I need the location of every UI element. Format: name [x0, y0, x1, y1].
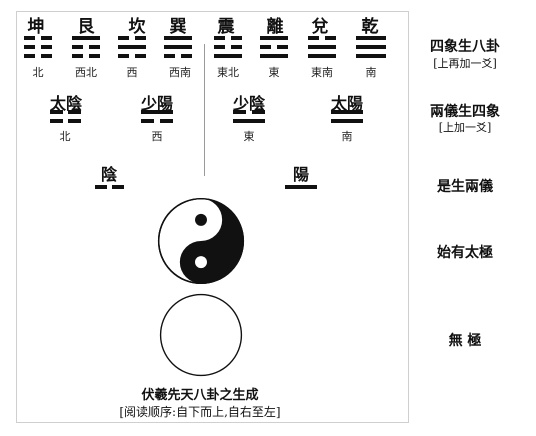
- mode-name-yin: 陰: [100, 165, 117, 184]
- trigram-name-kun: 坤: [27, 17, 45, 37]
- row-label-two-modes: 是生兩儀: [437, 179, 493, 195]
- trigram-name-qian: 乾: [361, 17, 379, 37]
- trigram-direction-xun: 西南: [169, 66, 191, 79]
- trigram-direction-qian: 南: [365, 66, 377, 79]
- wuji-circle-icon: [159, 293, 243, 377]
- four-image-direction-shaoyin: 東: [243, 130, 255, 143]
- four-image-name-taiyang: 太陽: [330, 94, 363, 113]
- trigram-direction-gen: 西北: [75, 66, 97, 79]
- four-image-name-taiyin: 太陰: [49, 94, 82, 113]
- trigram-direction-dui: 東南: [311, 66, 333, 79]
- row-label-taiji: 始有太極: [437, 245, 493, 261]
- four-image-direction-shaoyang: 西: [151, 130, 163, 143]
- trigram-name-li: 離: [266, 17, 284, 37]
- diagram-frame: [16, 11, 409, 423]
- diagram-caption-note: [阅读顺序:自下而上,自右至左]: [119, 405, 281, 419]
- row-label-four-images: 兩儀生四象: [430, 104, 500, 120]
- trigram-direction-kun: 北: [32, 66, 44, 79]
- trigram-direction-kan: 西: [126, 66, 138, 79]
- taiji-yin-yang-icon: [157, 197, 245, 285]
- trigram-name-kan: 坎: [128, 17, 146, 37]
- row-sub-eight-trigrams: [上再加一爻]: [433, 57, 497, 70]
- trigram-direction-zhen: 東北: [217, 66, 239, 79]
- row-label-wuji: 無 極: [448, 333, 482, 349]
- row-sub-four-images: [上加一爻]: [438, 121, 492, 134]
- four-image-name-shaoyang: 少陽: [140, 94, 173, 113]
- four-image-direction-taiyang: 南: [341, 130, 353, 143]
- trigram-name-xun: 巽: [169, 17, 187, 37]
- trigram-name-gen: 艮: [77, 17, 95, 37]
- row-label-eight-trigrams: 四象生八卦: [430, 39, 500, 55]
- four-image-name-shaoyin: 少陰: [232, 94, 265, 113]
- yin-yang-divider: [204, 44, 205, 176]
- trigram-direction-li: 東: [268, 66, 280, 79]
- four-image-direction-taiyin: 北: [59, 130, 71, 143]
- trigram-name-zhen: 震: [217, 17, 235, 37]
- diagram-caption-title: 伏羲先天八卦之生成: [141, 388, 259, 403]
- trigram-name-dui: 兌: [311, 17, 329, 37]
- mode-name-yang: 陽: [292, 165, 309, 184]
